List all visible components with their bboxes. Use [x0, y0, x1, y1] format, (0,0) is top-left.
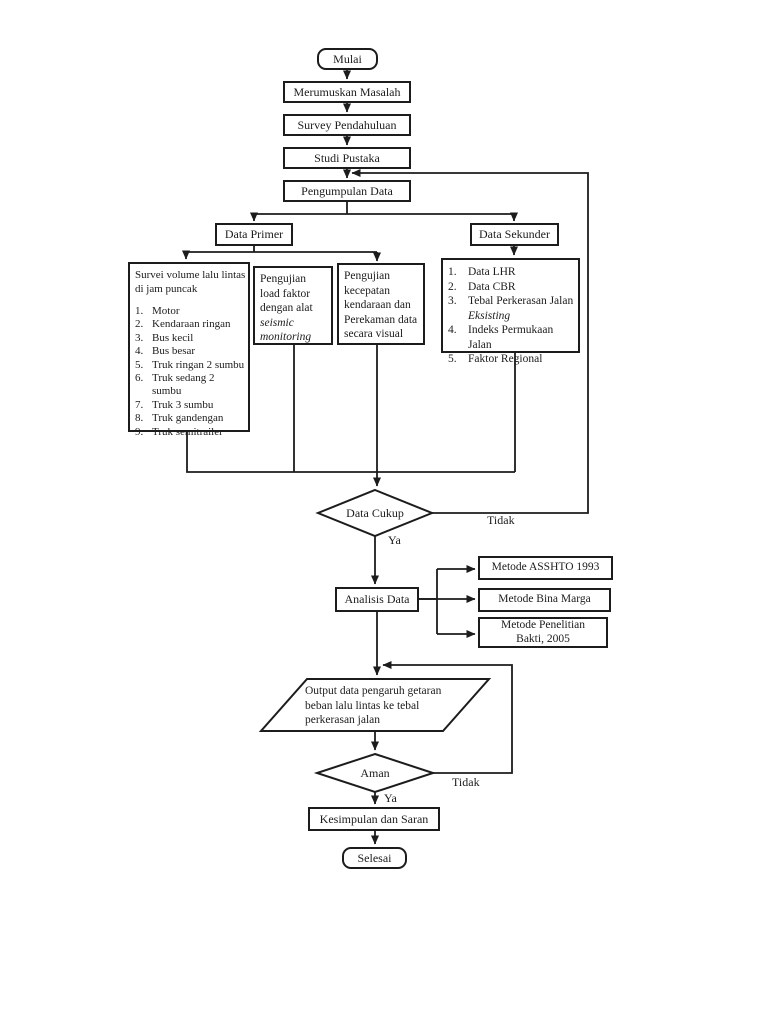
decision-aman-shape	[313, 752, 437, 794]
process-survey-pendahuluan: Survey Pendahuluan	[283, 114, 411, 136]
sekunder-data-box: 1. Data LHR 2. Data CBR 3. Tebal Perkerasan…	[441, 258, 580, 365]
process-data-primer: Data Primer	[215, 223, 293, 246]
list-item: 6. Truk sedang 2 sumbu	[135, 372, 246, 399]
item-number: 7.	[135, 398, 144, 411]
item-number: 2.	[448, 280, 457, 293]
item-number: 3.	[448, 295, 457, 307]
connector-pengumpulan-split-bus	[254, 202, 514, 215]
connector-primer-split-bus	[186, 246, 377, 253]
item-number: 4.	[135, 345, 144, 358]
list-item: 4. Indeks Permukaan Jalan	[448, 323, 576, 352]
process-merumuskan-masalah: Merumuskan Masalah	[283, 81, 411, 103]
connector-tidak-feedback-bottom	[382, 661, 513, 774]
edge-label-tidak-1: Tidak	[487, 513, 515, 527]
speed-test-box: Pengujian kecepatan kendaraan dan Pereka…	[337, 263, 425, 345]
survey-volume-box: Survei volume lalu lintas di jam puncak …	[128, 262, 250, 438]
edge-label-tidak-2: Tidak	[452, 775, 480, 789]
list-item: 1. Motor	[135, 305, 246, 318]
list-item: 1. Data LHR	[448, 265, 576, 280]
process-studi-pustaka: Studi Pustaka	[283, 147, 411, 169]
load-factor-test-box: Pengujian load faktor dengan alat seismi…	[253, 266, 333, 345]
output-parallelogram-label: Output data pengaruh getaran beban lalu …	[305, 685, 442, 727]
process-metode-bina-marga: Metode Bina Marga	[478, 588, 611, 612]
process-analisis-data: Analisis Data	[335, 587, 419, 612]
process-kesimpulan-dan-saran: Kesimpulan dan Saran	[308, 807, 440, 831]
list-item: 3. Bus kecil	[135, 332, 246, 345]
item-text: Indeks Permukaan Jalan	[468, 324, 554, 351]
output-parallelogram-shape	[258, 678, 492, 732]
edge-label-ya-1: Ya	[388, 533, 401, 547]
edge-label-ya-2: Ya	[384, 791, 397, 805]
item-number: 6.	[135, 372, 144, 385]
process-data-sekunder: Data Sekunder	[470, 223, 559, 246]
decision-data-cukup-shape	[315, 488, 435, 538]
list-item: 9. Truk semitrailer	[135, 426, 246, 439]
decision-data-cukup-label: Data Cukup	[346, 505, 404, 520]
item-text: Motor	[152, 305, 180, 317]
sekunder-data-list: 1. Data LHR 2. Data CBR 3. Tebal Perkerasan…	[443, 260, 578, 367]
list-item: 2. Kendaraan ringan	[135, 318, 246, 331]
list-item: 2. Data CBR	[448, 280, 576, 295]
list-item: 5. Truk ringan 2 sumbu	[135, 359, 246, 372]
connector-collector-bus	[186, 345, 516, 473]
item-text: Bus besar	[152, 345, 196, 358]
process-metode-penelitian-bakti: Metode Penelitian Bakti, 2005	[478, 617, 608, 648]
load-box-text: Pengujian load faktor dengan alat	[260, 273, 313, 314]
connector-methods-branch	[418, 569, 438, 634]
list-item: 7. Truk 3 sumbu	[135, 399, 246, 412]
terminator-selesai: Selesai	[342, 847, 407, 869]
process-pengumpulan-data: Pengumpulan Data	[283, 180, 411, 202]
item-text: Truk semitrailer	[152, 425, 223, 438]
item-text-italic: Eksisting	[468, 309, 511, 322]
survey-box-title: Survei volume lalu lintas di jam puncak	[135, 269, 246, 295]
item-text-main: Tebal Perkerasan Jalan	[468, 295, 574, 307]
item-number: 9.	[135, 425, 144, 438]
item-number: 5.	[448, 353, 457, 365]
decision-aman-label: Aman	[360, 765, 390, 780]
item-text: Data CBR	[468, 280, 516, 293]
list-item: 4. Bus besar	[135, 345, 246, 358]
speed-box-text: Pengujian kecepatan kendaraan dan Pereka…	[344, 270, 418, 340]
item-text: Truk ringan 2 sumbu	[152, 358, 245, 371]
list-item: 5. Faktor Regional	[448, 352, 576, 367]
connector-tidak-feedback-top	[351, 169, 589, 514]
item-text: Bus kecil	[152, 331, 194, 344]
item-text: Faktor Regional	[468, 353, 543, 365]
item-number: 3.	[135, 331, 144, 344]
item-text: Kendaraan ringan	[152, 318, 231, 331]
item-text: Truk gandengan	[152, 412, 224, 425]
list-item: 8. Truk gandengan	[135, 412, 246, 425]
item-number: 8.	[135, 412, 144, 425]
item-number: 1.	[135, 305, 144, 317]
vehicle-type-list: 1. Motor 2. Kendaraan ringan 3. Bus kecil 4…	[130, 305, 248, 439]
item-number: 2.	[135, 318, 144, 331]
item-text: Truk sedang 2 sumbu	[152, 372, 215, 398]
item-number: 5.	[135, 358, 144, 371]
terminator-mulai: Mulai	[317, 48, 378, 70]
item-number: 4.	[448, 324, 457, 336]
process-metode-asshto-1993: Metode ASSHTO 1993	[478, 556, 613, 580]
item-number: 1.	[448, 266, 457, 278]
item-text: Data LHR	[468, 266, 516, 278]
item-text: Truk 3 sumbu	[152, 398, 214, 411]
load-box-italic-text: seismic monitoring	[260, 316, 312, 344]
